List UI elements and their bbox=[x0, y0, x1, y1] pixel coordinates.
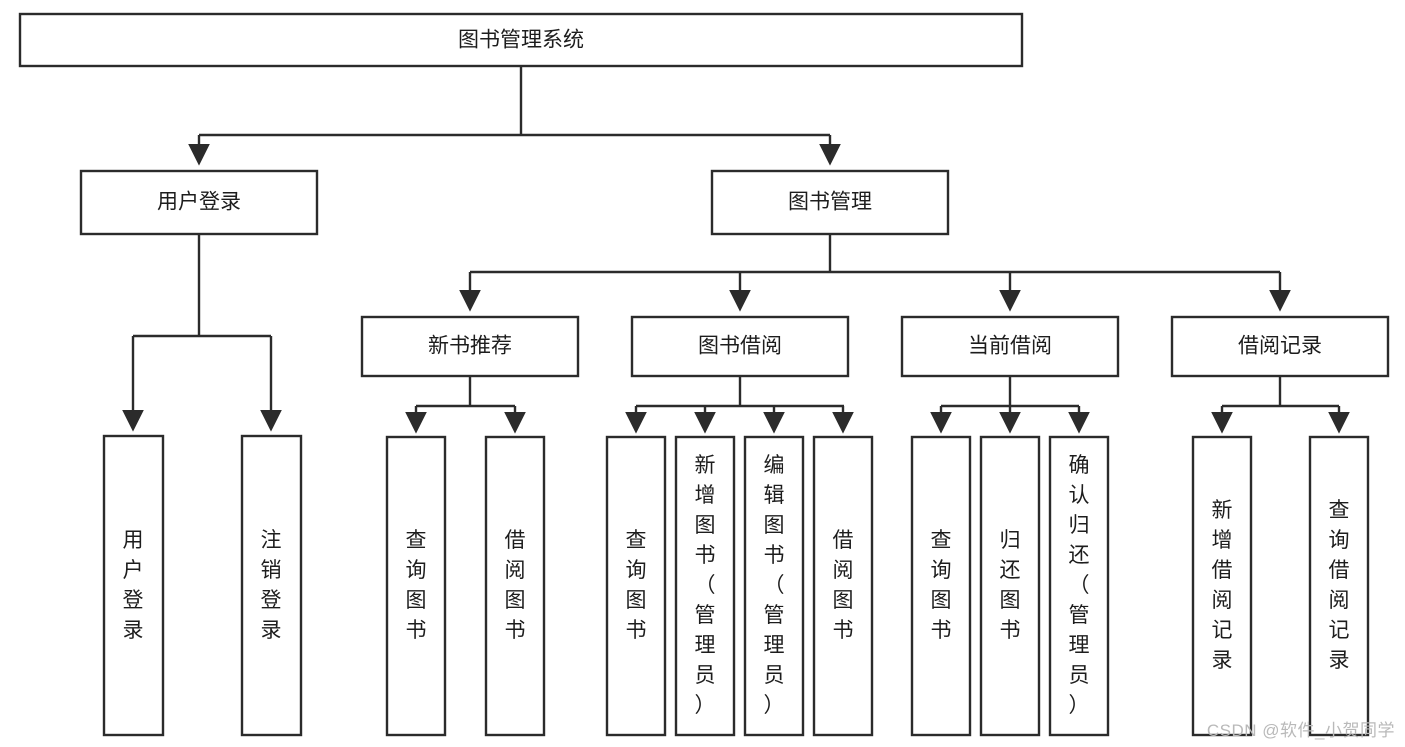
node-leaf-query-book-1[interactable]: 查询图书 bbox=[385, 435, 447, 737]
node-leaf-add-book-label: 新增图书（管理员） bbox=[695, 454, 716, 717]
node-leaf-borrow-book-2-label: 借阅图书 bbox=[833, 529, 854, 642]
node-leaf-query-book-2[interactable]: 查询图书 bbox=[605, 435, 667, 737]
node-root-label: 图书管理系统 bbox=[458, 29, 584, 52]
node-new-book-recommend-label: 新书推荐 bbox=[428, 335, 512, 358]
node-leaf-query-book-1-box[interactable] bbox=[385, 435, 447, 737]
node-book-manage-box[interactable] bbox=[710, 169, 950, 236]
node-leaf-edit-book-label: 编辑图书（管理员） bbox=[764, 454, 785, 717]
node-leaf-borrow-book-1-box[interactable] bbox=[484, 435, 546, 737]
node-leaf-add-record-label: 新增借阅记录 bbox=[1212, 499, 1233, 672]
node-borrow-record[interactable]: 借阅记录 bbox=[1170, 315, 1390, 378]
node-leaf-query-book-2-label: 查询图书 bbox=[626, 529, 647, 642]
node-leaf-return-book-box[interactable] bbox=[979, 435, 1041, 737]
node-leaf-borrow-book-2-box[interactable] bbox=[812, 435, 874, 737]
node-leaf-query-book-3-label: 查询图书 bbox=[931, 529, 952, 642]
node-new-book-recommend[interactable]: 新书推荐 bbox=[360, 315, 580, 378]
node-leaf-borrow-book-1[interactable]: 借阅图书 bbox=[484, 435, 546, 737]
node-leaf-add-book[interactable]: 新增图书（管理员） bbox=[674, 435, 736, 737]
node-leaf-user-logout-label: 注销登录 bbox=[261, 529, 282, 642]
node-book-manage-label: 图书管理 bbox=[788, 191, 872, 214]
node-leaf-add-record[interactable]: 新增借阅记录 bbox=[1191, 435, 1253, 737]
node-leaf-confirm-return[interactable]: 确认归还（管理员） bbox=[1048, 435, 1110, 737]
node-borrow-record-box[interactable] bbox=[1170, 315, 1390, 378]
node-leaf-confirm-return-box[interactable] bbox=[1048, 435, 1110, 737]
node-user-login-label: 用户登录 bbox=[157, 191, 241, 214]
node-leaf-query-record[interactable]: 查询借阅记录 bbox=[1308, 435, 1370, 737]
node-leaf-edit-book[interactable]: 编辑图书（管理员） bbox=[743, 435, 805, 737]
node-leaf-query-book-2-box[interactable] bbox=[605, 435, 667, 737]
node-leaf-return-book-label: 归还图书 bbox=[1000, 529, 1021, 642]
node-current-borrow-label: 当前借阅 bbox=[968, 335, 1052, 358]
node-leaf-query-record-box[interactable] bbox=[1308, 435, 1370, 737]
node-leaf-edit-book-box[interactable] bbox=[743, 435, 805, 737]
node-leaf-user-login-label: 用户登录 bbox=[123, 529, 144, 642]
node-current-borrow-box[interactable] bbox=[900, 315, 1120, 378]
node-book-manage[interactable]: 图书管理 bbox=[710, 169, 950, 236]
node-leaf-user-login[interactable]: 用户登录 bbox=[102, 434, 165, 737]
node-leaf-query-record-label: 查询借阅记录 bbox=[1329, 499, 1350, 672]
node-borrow-record-label: 借阅记录 bbox=[1238, 335, 1322, 358]
node-root-box[interactable] bbox=[18, 12, 1024, 68]
node-leaf-return-book[interactable]: 归还图书 bbox=[979, 435, 1041, 737]
node-leaf-borrow-book-2[interactable]: 借阅图书 bbox=[812, 435, 874, 737]
node-leaf-query-book-3-box[interactable] bbox=[910, 435, 972, 737]
node-leaf-add-record-box[interactable] bbox=[1191, 435, 1253, 737]
node-leaf-query-book-3[interactable]: 查询图书 bbox=[910, 435, 972, 737]
node-root[interactable]: 图书管理系统 bbox=[18, 12, 1024, 68]
node-new-book-recommend-box[interactable] bbox=[360, 315, 580, 378]
node-leaf-query-book-1-label: 查询图书 bbox=[406, 529, 427, 642]
node-leaf-confirm-return-label: 确认归还（管理员） bbox=[1069, 454, 1090, 717]
connector-group bbox=[122, 66, 1350, 434]
node-leaf-user-logout[interactable]: 注销登录 bbox=[240, 434, 303, 737]
node-book-borrow-label: 图书借阅 bbox=[698, 335, 782, 358]
node-leaf-user-logout-box[interactable] bbox=[240, 434, 303, 737]
node-book-borrow-box[interactable] bbox=[630, 315, 850, 378]
node-leaf-borrow-book-1-label: 借阅图书 bbox=[505, 529, 526, 642]
node-user-login[interactable]: 用户登录 bbox=[79, 169, 319, 236]
node-user-login-box[interactable] bbox=[79, 169, 319, 236]
node-current-borrow[interactable]: 当前借阅 bbox=[900, 315, 1120, 378]
node-leaf-add-book-box[interactable] bbox=[674, 435, 736, 737]
node-book-borrow[interactable]: 图书借阅 bbox=[630, 315, 850, 378]
node-leaf-user-login-box[interactable] bbox=[102, 434, 165, 737]
